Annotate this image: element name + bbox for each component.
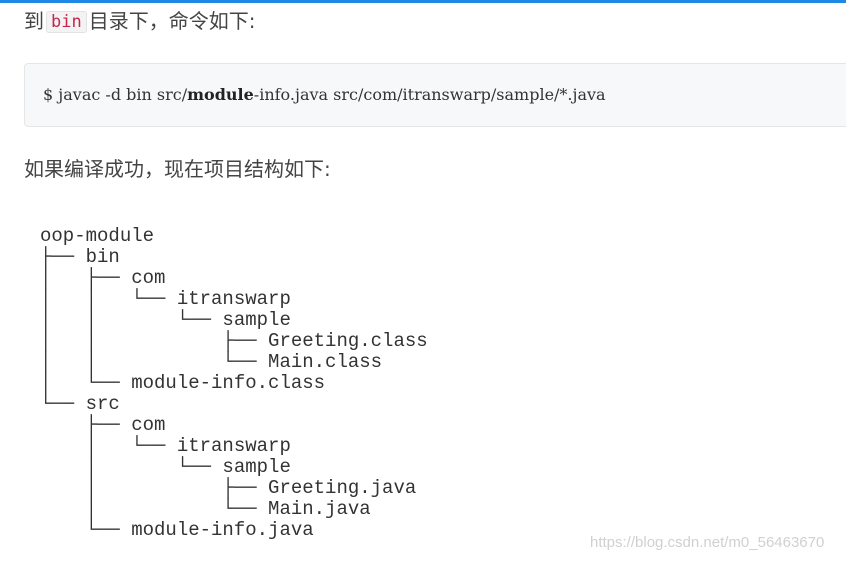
- project-tree: oop-module ├── bin │ ├── com │ │ └── itr…: [40, 226, 428, 541]
- tree-line: │ └── sample: [40, 456, 291, 478]
- paragraph-result: 如果编译成功，现在项目结构如下:: [24, 157, 331, 181]
- tree-line: │ │ └── itranswarp: [40, 288, 291, 310]
- command-part-2: -info.java src/com/itranswarp/sample/*.j…: [253, 85, 606, 104]
- watermark-url: https://blog.csdn.net/m0_56463670: [590, 534, 825, 551]
- tree-line: oop-module: [40, 225, 155, 247]
- tree-line: │ └── Main.java: [40, 498, 371, 520]
- intro-text-after: 目录下，命令如下:: [88, 9, 256, 33]
- shell-prompt: $: [43, 85, 54, 104]
- tree-line: │ ├── Greeting.java: [40, 477, 417, 499]
- command-keyword: module: [187, 85, 254, 104]
- inline-code-bin: bin: [46, 11, 87, 33]
- tree-line: │ ├── com: [40, 267, 166, 289]
- tree-line: │ │ ├── Greeting.class: [40, 330, 428, 352]
- tree-line: └── src: [40, 393, 120, 415]
- top-accent-bar: [0, 0, 846, 3]
- command-line: $ javac -d bin src/module-info.java src/…: [43, 85, 606, 104]
- command-code-block: $ javac -d bin src/module-info.java src/…: [24, 63, 846, 127]
- command-part-1: javac -d bin src/: [58, 85, 188, 104]
- tree-line: ├── bin: [40, 246, 120, 268]
- tree-line: └── module-info.java: [40, 519, 314, 541]
- tree-line: │ │ └── sample: [40, 309, 291, 331]
- intro-text-before: 到: [24, 9, 44, 33]
- tree-line: ├── com: [40, 414, 166, 436]
- tree-line: │ └── module-info.class: [40, 372, 326, 394]
- tree-line: │ └── itranswarp: [40, 435, 291, 457]
- tree-line: │ │ └── Main.class: [40, 351, 383, 373]
